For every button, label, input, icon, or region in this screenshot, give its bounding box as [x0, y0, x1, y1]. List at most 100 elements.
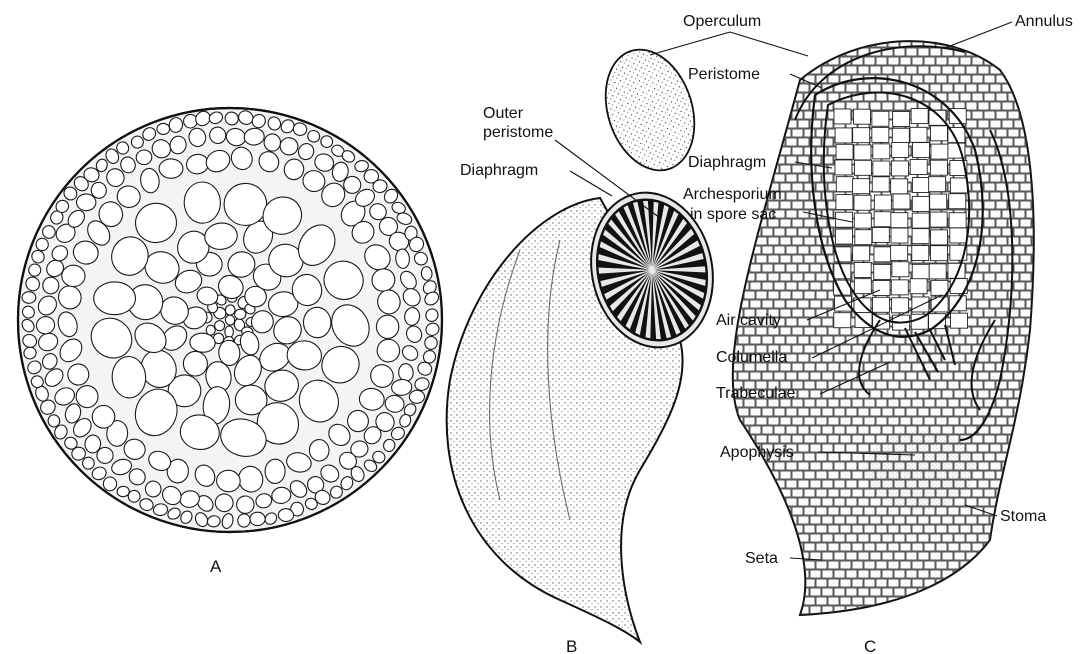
- cell: [873, 297, 890, 312]
- cell: [854, 195, 871, 210]
- cell: [854, 213, 871, 228]
- cell: [816, 39, 827, 47]
- cell: [891, 179, 908, 194]
- cell: [1008, 615, 1019, 623]
- cell: [76, 194, 96, 211]
- cell: [792, 561, 803, 569]
- cell: [1038, 372, 1049, 380]
- cell: [924, 615, 935, 623]
- cell: [732, 579, 743, 587]
- cell: [768, 147, 779, 155]
- cell: [1044, 201, 1055, 209]
- cell: [720, 471, 731, 479]
- cell: [1002, 480, 1013, 488]
- cell: [720, 39, 731, 47]
- cell: [756, 57, 767, 65]
- cell: [250, 512, 265, 525]
- cell: [1026, 534, 1037, 542]
- cell: [732, 93, 743, 101]
- cell: [750, 48, 761, 56]
- cell: [774, 120, 785, 128]
- cell: [1032, 471, 1043, 479]
- cell: [786, 570, 797, 578]
- cell: [738, 516, 749, 524]
- cell: [1014, 30, 1025, 38]
- cell: [912, 297, 929, 312]
- cell: [853, 109, 870, 124]
- cell: [1014, 66, 1025, 74]
- cell: [786, 606, 797, 614]
- cell: [854, 160, 871, 175]
- cell: [28, 264, 41, 277]
- cell: [732, 57, 743, 65]
- cell: [852, 615, 863, 623]
- cell: [726, 426, 737, 434]
- cell: [159, 159, 183, 179]
- cell: [893, 111, 910, 126]
- cell: [960, 579, 971, 587]
- cell: [762, 66, 773, 74]
- cell: [1008, 579, 1019, 587]
- cell: [996, 579, 1007, 587]
- cell: [1038, 156, 1049, 164]
- cell: [1044, 471, 1055, 479]
- cell: [894, 30, 905, 38]
- cell: [762, 606, 773, 614]
- cell: [834, 313, 851, 328]
- cell: [1032, 489, 1043, 497]
- cell: [912, 177, 929, 192]
- cell: [1002, 66, 1013, 74]
- cell: [720, 597, 731, 605]
- cell: [996, 525, 1007, 533]
- cell: [1044, 543, 1055, 551]
- cell: [1026, 444, 1037, 452]
- cell: [1032, 57, 1043, 65]
- cell: [1038, 210, 1049, 218]
- cell: [756, 579, 767, 587]
- cell: [792, 615, 803, 623]
- cell: [1044, 453, 1055, 461]
- cell: [744, 507, 755, 515]
- cell: [1020, 471, 1031, 479]
- cell: [990, 606, 1001, 614]
- cell: [1044, 219, 1055, 227]
- cell: [816, 615, 827, 623]
- cell: [762, 138, 773, 146]
- cell: [1032, 183, 1043, 191]
- cell: [972, 39, 983, 47]
- cell: [1038, 354, 1049, 362]
- cell: [1002, 588, 1013, 596]
- cell: [774, 516, 785, 524]
- cell: [738, 264, 749, 272]
- cell: [1026, 498, 1037, 506]
- cell: [726, 570, 737, 578]
- cell: [1044, 309, 1055, 317]
- cell: [1044, 381, 1055, 389]
- cell: [836, 177, 853, 192]
- cell: [804, 615, 815, 623]
- cell: [910, 279, 927, 294]
- cell: [1044, 111, 1055, 119]
- cell: [1044, 75, 1055, 83]
- cell: [978, 606, 989, 614]
- cell: [853, 179, 870, 194]
- cell: [732, 471, 743, 479]
- cell: [1044, 435, 1055, 443]
- cell: [836, 195, 853, 210]
- cell: [872, 111, 889, 126]
- cell: [996, 615, 1007, 623]
- cell: [873, 161, 890, 176]
- cell: [1032, 291, 1043, 299]
- cell: [792, 57, 803, 65]
- cell: [1026, 606, 1037, 614]
- cell: [1026, 408, 1037, 416]
- cell: [1038, 48, 1049, 56]
- cell: [1038, 444, 1049, 452]
- cell: [1020, 615, 1031, 623]
- panel-label-c: C: [864, 637, 876, 654]
- cell: [912, 615, 923, 623]
- cell: [942, 588, 953, 596]
- cell: [798, 66, 809, 74]
- cell: [780, 93, 791, 101]
- cell: [950, 228, 967, 243]
